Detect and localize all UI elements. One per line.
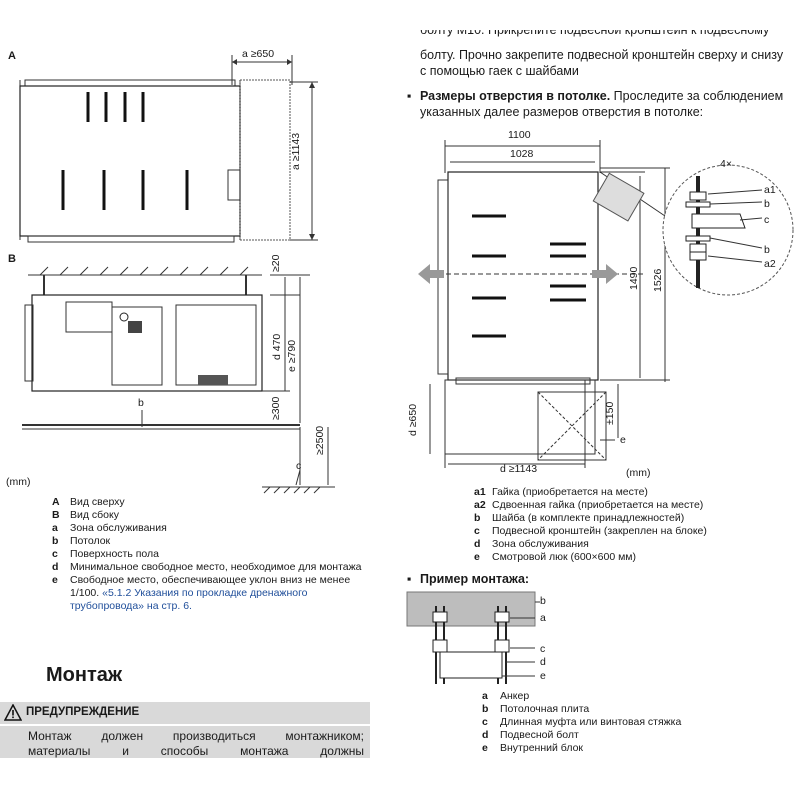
label-a1: a1 [764,184,776,196]
dim-1526: 1526 [652,268,664,292]
mount-label-a: a [540,612,546,624]
label-a2: a2 [764,258,776,270]
mount-label-d: d [540,656,546,668]
drainage-link[interactable]: «5.1.2 Указания по прокладке дренажного … [70,587,308,612]
side-view-diagram [22,266,335,494]
dim-a-650: a ≥650 [242,48,275,60]
warning-title: ПРЕДУПРЕЖДЕНИЕ [26,706,140,718]
dim-pm150: ±150 [604,401,616,425]
dim-d-1143: d ≥1143 [500,463,538,475]
label-c-floor: c [296,460,302,472]
dim-300: ≥300 [270,396,282,420]
top-view-diagram [19,55,318,243]
warning-line1: Монтаж должен производиться монтажником; [28,729,364,743]
warning-icon [4,704,22,721]
bullet-2: ▪ [407,572,412,586]
label-4x: 4× [720,158,732,170]
mount-label-e: e [540,670,546,682]
dim-d-650: d ≥650 [407,403,419,436]
mount-label-c: c [540,643,546,655]
dim-1490: 1490 [628,266,640,290]
dim-d-470: d 470 [271,333,283,360]
label-b-top: b [764,198,770,210]
dim-a-1143: a ≥1143 [290,132,302,170]
label-e-hatch: e [620,434,626,446]
dim-2500: ≥2500 [314,425,326,455]
label-b-ceiling: b [138,397,144,409]
text-line-2: болту. Прочно закрепите подвесной кроншт… [420,48,784,62]
dim-e-790: e ≥790 [286,339,298,372]
bullet-1-text: Размеры отверстия в потолке. Проследите … [420,89,784,103]
bullet-1: ▪ [407,89,412,103]
mounting-example-diagram [406,591,540,684]
cut-text-line: болту M10. Прикрепите подвесной кронштей… [420,30,770,37]
warning-line2: материалы и способы монтажа должны [28,744,364,758]
dim-20: ≥20 [270,254,282,272]
section-title: Монтаж [46,664,123,686]
dim-1100: 1100 [508,129,531,141]
label-b-bottom: b [764,244,770,256]
label-c: c [764,214,770,226]
mount-label-b: b [540,595,546,607]
dim-1028: 1028 [510,148,534,160]
ceiling-opening-diagram [418,140,794,468]
bullet-1-line2: указанных далее размеров отверстия в пот… [420,105,704,119]
warning-body: Монтаж должен производиться монтажником;… [0,726,370,758]
figure-b-letter: B [8,253,16,265]
warning-header: ПРЕДУПРЕЖДЕНИЕ [0,702,370,724]
bullet-2-text: Пример монтажа: [420,572,530,586]
left-unit-label: (mm) [6,476,31,488]
figure-a-letter: A [8,50,16,62]
text-line-3: с помощью гаек с шайбами [420,64,579,78]
right-unit-label: (mm) [626,467,651,479]
